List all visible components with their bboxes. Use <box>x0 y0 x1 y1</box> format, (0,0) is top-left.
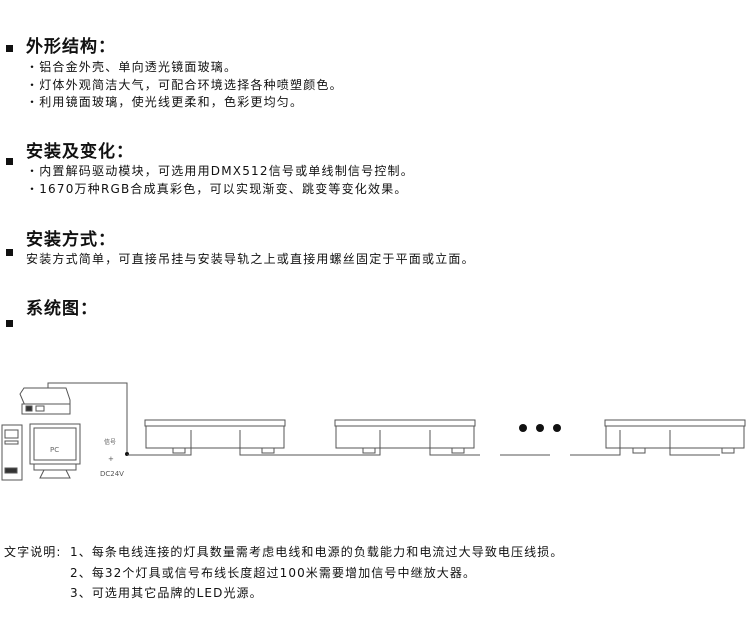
controller-icon <box>19 387 71 415</box>
note-item: 3、可选用其它品牌的LED光源。 <box>70 586 263 600</box>
bullet-square <box>6 320 13 327</box>
plus-label: + <box>108 455 114 463</box>
section-title: 系统图： <box>26 299 98 319</box>
bullet-square <box>6 45 13 52</box>
system-diagram: PC 信号 + DC24V <box>1 382 746 481</box>
bullet-square <box>6 158 13 165</box>
led-fixture <box>604 419 746 454</box>
signal-label: 信号 <box>104 438 116 446</box>
bullet-square <box>6 249 13 256</box>
text-line: ・铝合金外壳、单向透光镜面玻璃。 <box>26 60 238 74</box>
led-fixture <box>144 419 286 454</box>
note-item: 1、每条电线连接的灯具数量需考虑电线和电源的负载能力和电流过大导致电压线损。 <box>70 545 564 559</box>
text-line: ・1670万种RGB合成真彩色，可以实现渐变、跳变等变化效果。 <box>26 182 408 196</box>
pc-label: PC <box>50 446 59 454</box>
text-line: ・利用镜面玻璃，使光线更柔和，色彩更均匀。 <box>26 95 304 109</box>
text-line: 安装方式简单，可直接吊挂与安装导轨之上或直接用螺丝固定于平面或立面。 <box>26 252 475 266</box>
pc-icon: PC <box>1 423 81 481</box>
section-title: 安装及变化： <box>26 142 134 162</box>
ellipsis-dots <box>519 424 561 432</box>
section-title: 安装方式： <box>26 230 116 250</box>
notes-prefix: 文字说明: <box>4 545 62 559</box>
signal-wire <box>47 382 128 453</box>
led-fixture <box>334 419 476 454</box>
power-wire <box>127 430 720 456</box>
text-line: ・灯体外观简洁大气，可配合环境选择各种喷塑颜色。 <box>26 78 343 92</box>
power-label: DC24V <box>100 470 124 478</box>
text-line: ・内置解码驱动模块，可选用用DMX512信号或单线制信号控制。 <box>26 164 414 178</box>
section-title: 外形结构： <box>26 37 116 57</box>
note-item: 2、每32个灯具或信号布线长度超过100米需要增加信号中继放大器。 <box>70 566 477 580</box>
